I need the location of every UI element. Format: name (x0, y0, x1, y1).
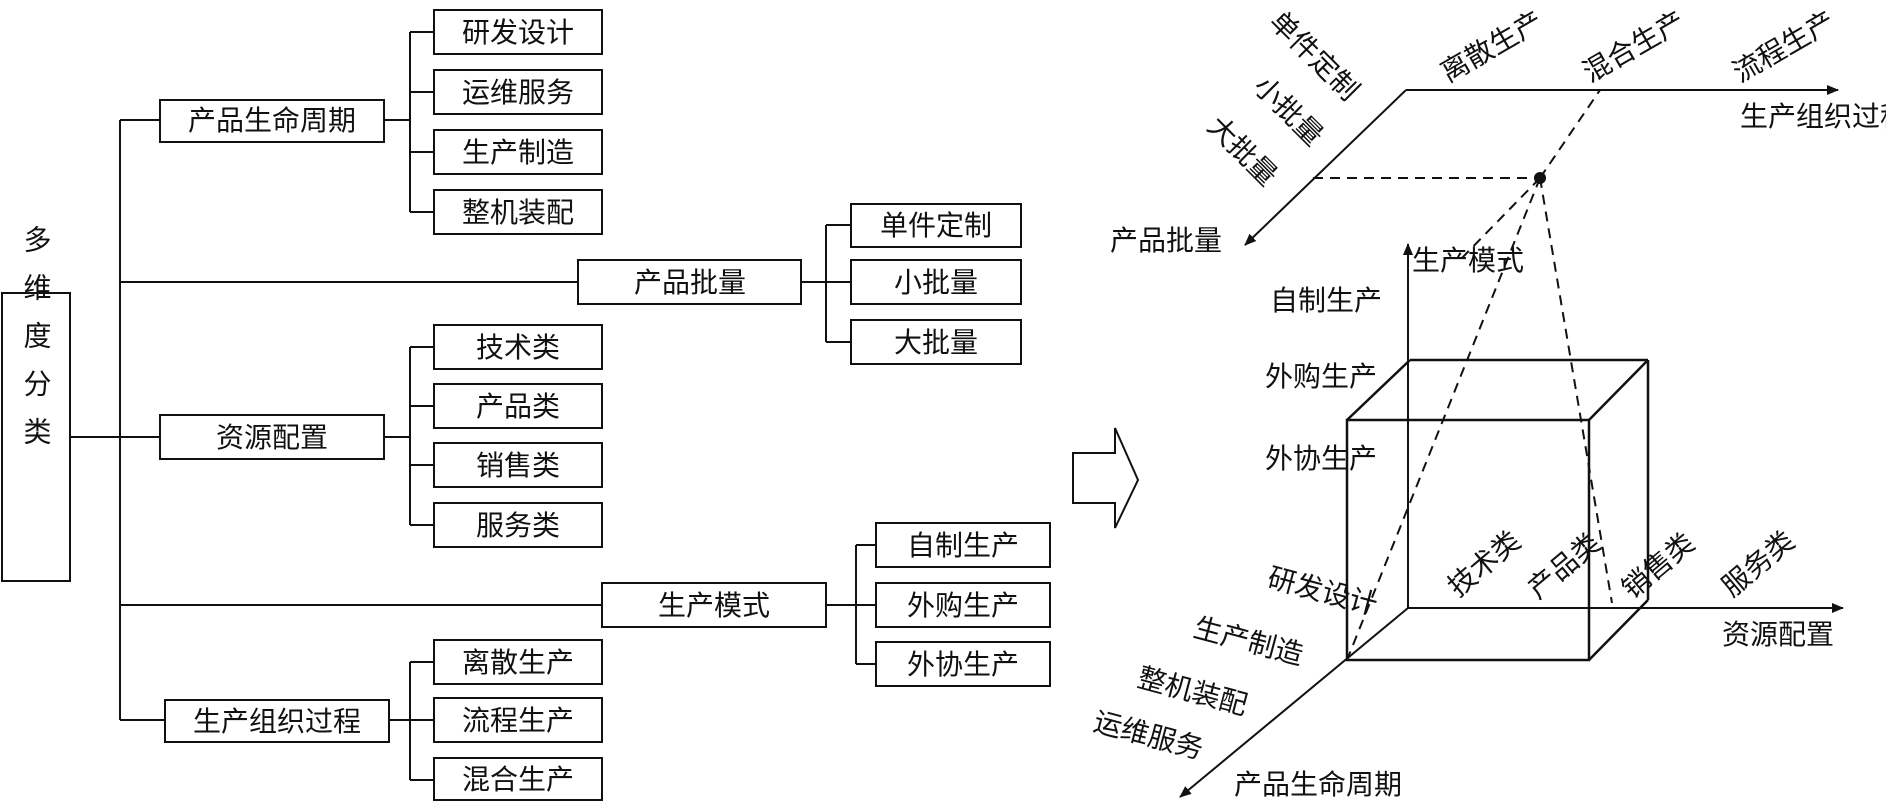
group-label: 生产模式 (658, 589, 770, 622)
cube-diagram: 生产组织过程 产品批量 生产模式 资源配置 产品生命周期 离散生产 混合生产 流… (1090, 4, 1886, 801)
tick-label: 技术类 (1441, 524, 1527, 603)
group-label: 资源配置 (216, 421, 328, 454)
leaf-label: 小批量 (894, 266, 978, 299)
group-resource: 资源配置 技术类 产品类 销售类 服务类 (159, 324, 603, 548)
group-batch: 产品批量 单件定制 小批量 大批量 (577, 203, 1022, 365)
group-lifecycle: 产品生命周期 研发设计 运维服务 生产制造 整机装配 (159, 9, 603, 235)
group-mode: 生产模式 自制生产 外购生产 外协生产 (601, 522, 1051, 687)
intersection-point (1534, 172, 1546, 184)
leaf-label: 运维服务 (462, 76, 574, 109)
leaf-label: 外购生产 (907, 589, 1019, 622)
tree-connectors (70, 31, 876, 781)
projection-lines (1313, 89, 1613, 661)
group-label: 生产组织过程 (193, 705, 361, 738)
axis-title-lifecycle: 产品生命周期 (1234, 768, 1402, 801)
leaf-label: 服务类 (476, 509, 560, 542)
tick-label: 外购生产 (1265, 360, 1377, 393)
leaf-label: 销售类 (476, 449, 560, 482)
leaf-label: 大批量 (894, 326, 978, 359)
axis-lifecycle (1179, 607, 1409, 798)
axis-title-mode: 生产模式 (1412, 244, 1524, 277)
root-node: 多维度分类 (1, 225, 71, 582)
tick-label: 混合生产 (1577, 4, 1691, 89)
tick-label: 销售类 (1615, 526, 1701, 605)
group-label: 产品生命周期 (188, 104, 356, 137)
leaf-label: 外协生产 (907, 648, 1019, 681)
leaf-label: 产品类 (476, 390, 560, 423)
axis-title-organization: 生产组织过程 (1740, 100, 1886, 133)
leaf-label: 流程生产 (462, 704, 574, 737)
leaf-label: 生产制造 (462, 136, 574, 169)
leaf-label: 单件定制 (880, 209, 992, 242)
leaf-label: 研发设计 (462, 16, 574, 49)
tick-label: 生产制造 (1190, 611, 1307, 672)
axis-batch (1244, 89, 1407, 246)
leaf-label: 技术类 (476, 331, 560, 364)
tick-label: 整机装配 (1134, 661, 1251, 722)
group-label: 产品批量 (634, 266, 746, 299)
tick-label: 大批量 (1201, 110, 1284, 193)
tick-label: 运维服务 (1090, 705, 1207, 766)
axis-title-resource: 资源配置 (1722, 618, 1834, 651)
classification-tree: 多维度分类 产品生命周期 研发设计 运维服务 生产制造 整机装配 产品批量 单件… (1, 9, 1051, 801)
tick-label: 研发设计 (1264, 561, 1381, 622)
tick-label: 流程生产 (1727, 4, 1841, 89)
leaf-label: 自制生产 (907, 529, 1019, 562)
transition-arrow-icon (1072, 427, 1140, 529)
cube (1345, 358, 1650, 662)
tick-label: 自制生产 (1270, 284, 1382, 317)
tick-label: 离散生产 (1435, 4, 1549, 89)
axis-title-batch: 产品批量 (1110, 224, 1222, 257)
group-organization: 生产组织过程 离散生产 流程生产 混合生产 (164, 639, 603, 801)
leaf-label: 混合生产 (462, 763, 574, 796)
cube-axes (1179, 85, 1844, 798)
tick-label: 产品类 (1521, 526, 1607, 605)
tick-label: 服务类 (1715, 524, 1801, 603)
leaf-label: 离散生产 (462, 646, 574, 679)
root-label: 多维度分类 (20, 225, 53, 465)
leaf-label: 整机装配 (462, 196, 574, 229)
tick-label: 外协生产 (1265, 442, 1377, 475)
